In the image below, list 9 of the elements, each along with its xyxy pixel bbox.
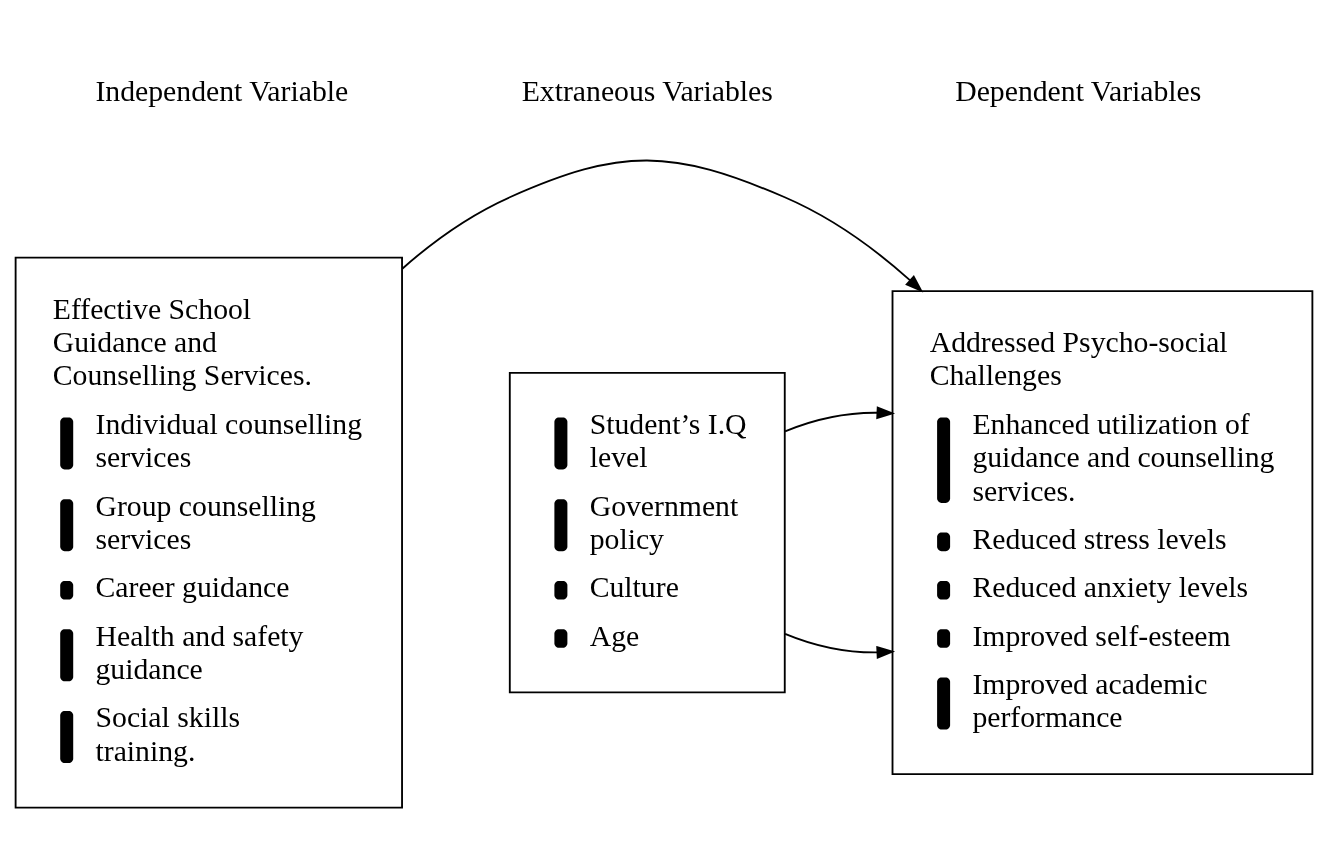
label: Independent Variable xyxy=(95,74,349,107)
arrow xyxy=(784,632,896,659)
arrow xyxy=(784,405,896,432)
node-box: Student’s I.Q level Government policy Culture Age xyxy=(508,371,786,693)
label: Extraneous Variables xyxy=(521,74,773,107)
label: Dependent Variables xyxy=(955,74,1202,107)
node-box: Addressed Psycho-social Challenges Enhanced utilization of guidance and counselling services. Reduced stress levels Reduced anxiety levels Improved self-esteem Improved academic performance xyxy=(891,289,1314,775)
node-box: Effective School Guidance and Counselling Services. Individual counselling services Group counselling services Career guidance Health and safety guidance Social skills training. xyxy=(14,256,403,808)
arrow xyxy=(401,159,924,292)
